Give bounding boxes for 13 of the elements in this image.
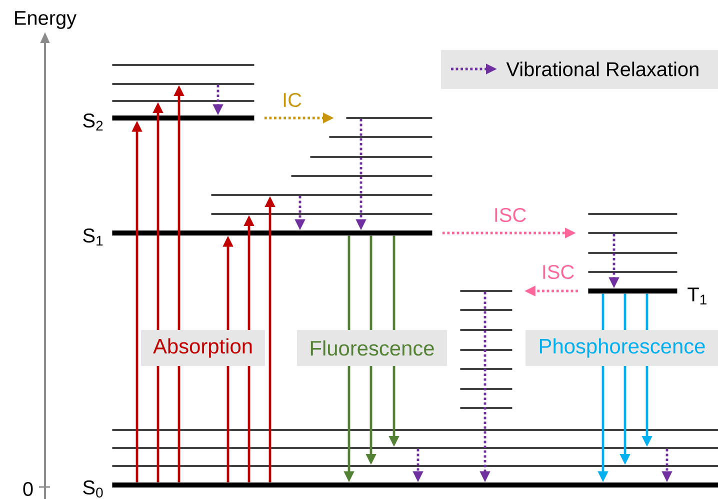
process-label: Fluorescence — [297, 330, 447, 366]
axis-label: Energy — [15, 11, 77, 29]
state-label: S$_{1}$ — [83, 228, 103, 246]
edge-label: ISC — [540, 264, 576, 280]
process-label: Phosphorescence — [526, 330, 718, 366]
process-label: Absorption — [141, 330, 265, 366]
state-label: T$_{1}$ — [688, 288, 706, 304]
legend: Vibrational Relaxation — [441, 50, 718, 89]
edge-label: IC — [281, 92, 303, 108]
edge-label: ISC — [492, 206, 528, 224]
axis-label: 0 — [23, 482, 33, 496]
state-label: S$_{2}$ — [83, 114, 103, 130]
state-label: S$_{0}$ — [83, 480, 103, 498]
